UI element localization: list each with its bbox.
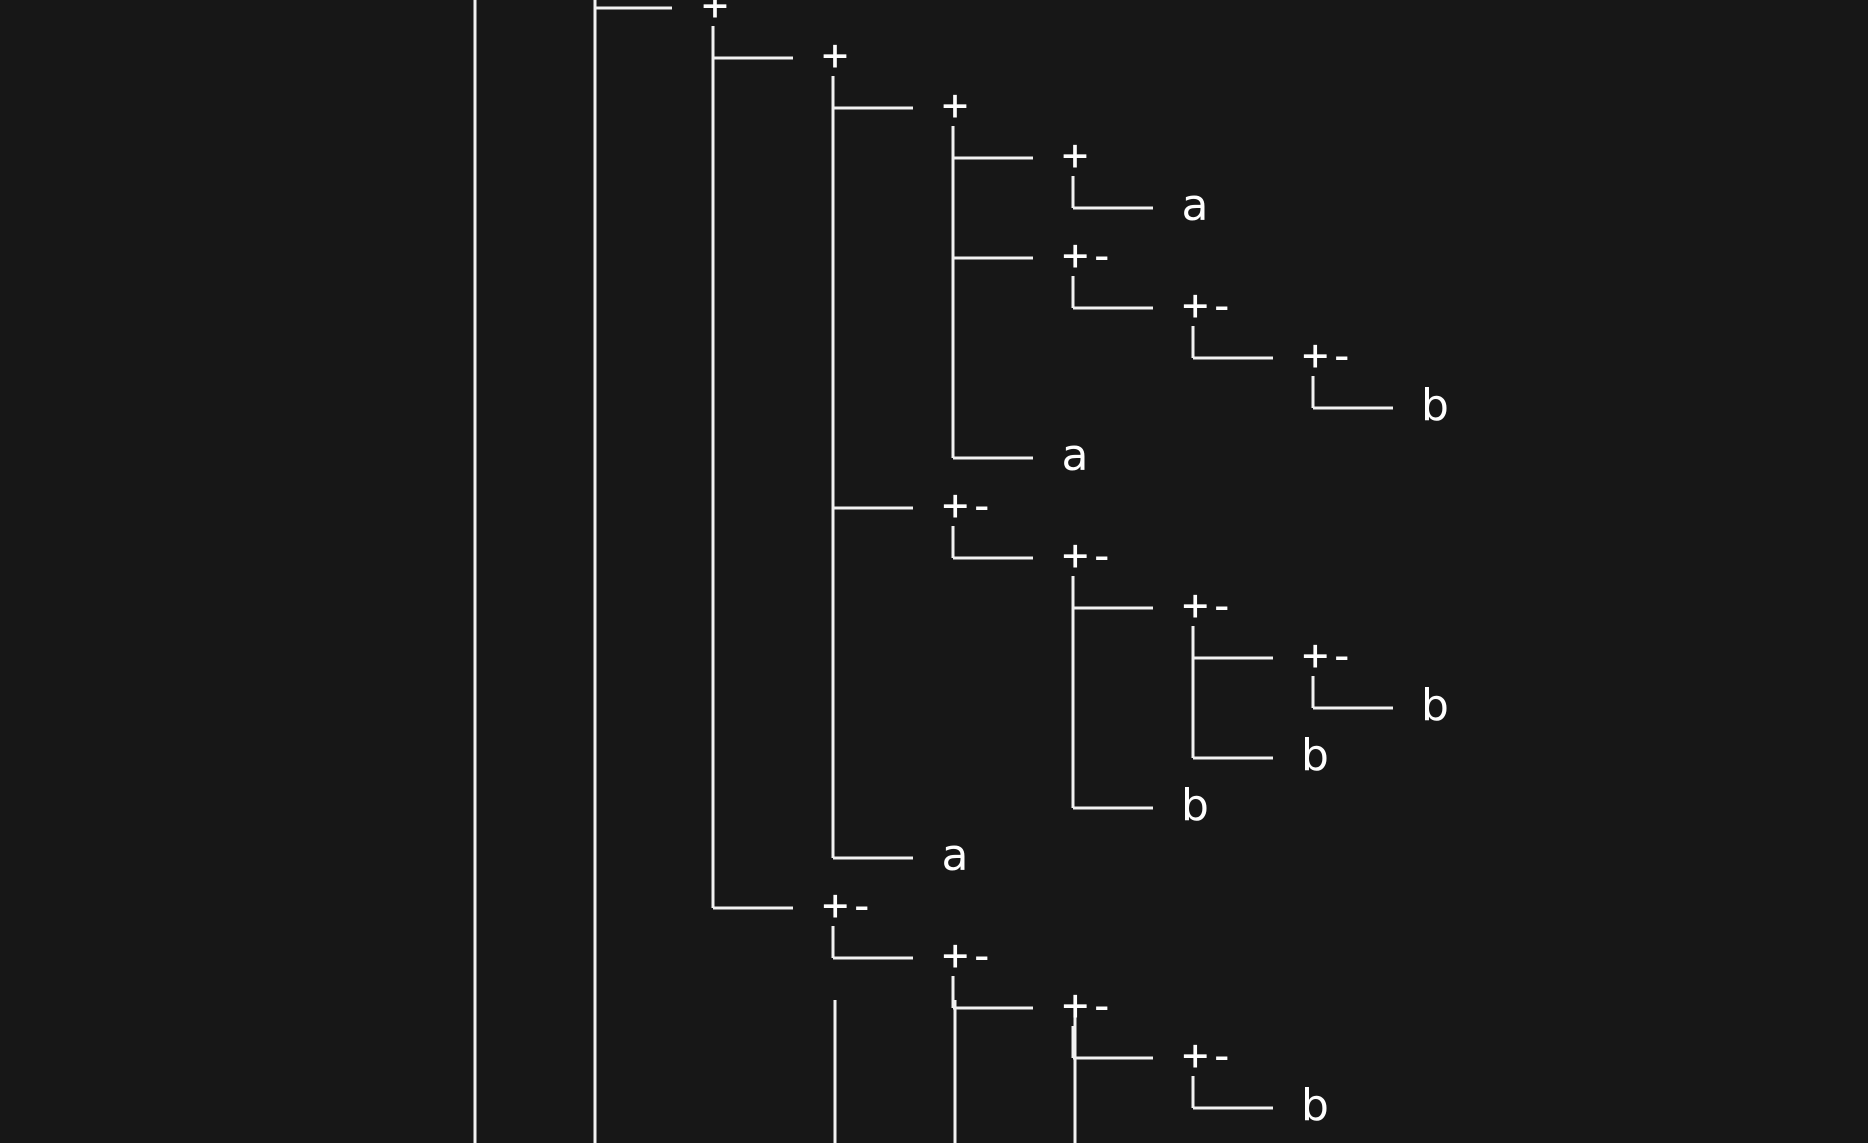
leaf-node-label: b <box>1421 380 1449 431</box>
leaf-node-label: b <box>1301 1080 1329 1131</box>
operator-node-label: +- <box>942 480 995 531</box>
operator-node-label: +- <box>822 880 875 931</box>
leaf-node-label: b <box>1181 780 1209 831</box>
operator-node-label: + <box>702 0 729 31</box>
operator-node-label: +- <box>942 930 995 981</box>
leaf-node-label: b <box>1301 730 1329 781</box>
operator-node-label: +- <box>1062 230 1115 281</box>
leaf-node-label: a <box>1062 430 1089 481</box>
operator-node-label: +- <box>1062 530 1115 581</box>
operator-node-label: +- <box>1302 330 1355 381</box>
operator-node-label: +- <box>1182 580 1235 631</box>
leaf-node-label: b <box>1421 680 1449 731</box>
leaf-node-label: a <box>1182 180 1209 231</box>
operator-node-label: +- <box>1182 280 1235 331</box>
operator-node-label: + <box>1062 130 1089 181</box>
leaf-node-label: a <box>942 830 969 881</box>
operator-node-label: + <box>822 30 849 81</box>
operator-node-label: + <box>942 80 969 131</box>
operator-node-label: +- <box>1302 630 1355 681</box>
tree-edges <box>473 0 1393 1143</box>
tree-node-labels: + + + + a +- +- +- b a +- +- +- +- b b b a +- +- +- +- b <box>702 0 1449 1131</box>
operator-node-label: +- <box>1062 980 1115 1031</box>
operator-node-label: +- <box>1182 1030 1235 1081</box>
